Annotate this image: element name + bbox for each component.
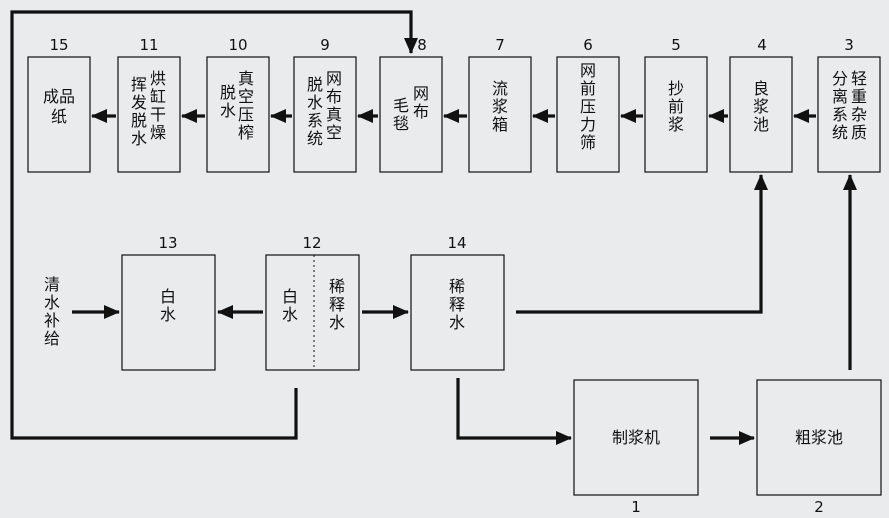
- node-15-label-line1: 成品: [43, 87, 75, 106]
- node-8: 8 网布 毛毯: [379, 36, 443, 173]
- node-11-col-a: 烘缸干燥: [150, 69, 166, 142]
- connectors: [10, 10, 857, 445]
- node-8-col-a: 网布: [413, 84, 429, 121]
- node-13-number: 13: [158, 234, 177, 252]
- node-10-number: 10: [228, 36, 247, 54]
- node-15-label-line2: 纸: [51, 107, 67, 126]
- node-9: 9 网布真空 脱水系统: [293, 36, 357, 173]
- node-12-right-label: 稀释水: [329, 277, 345, 332]
- node-14-number: 14: [447, 234, 466, 252]
- node-2: 粗浆池 2: [756, 379, 882, 516]
- node-10-col-a: 真空压榨: [238, 69, 254, 142]
- node-6-number: 6: [583, 36, 593, 54]
- node-9-col-a: 网布真空: [326, 69, 342, 142]
- node-1-number: 1: [631, 498, 641, 516]
- node-4-number: 4: [757, 36, 767, 54]
- arrow-14-to-1: [456, 378, 572, 445]
- node-11-number: 11: [139, 36, 158, 54]
- node-13-col-a: 白水: [160, 287, 176, 324]
- node-1: 制浆机 1: [573, 379, 699, 516]
- node-9-number: 9: [320, 36, 330, 54]
- node-3-number: 3: [844, 36, 854, 54]
- node-11-col-b: 挥发脱水: [131, 75, 147, 148]
- node-11: 11 烘缸干燥 挥发脱水: [117, 36, 181, 173]
- node-12-number: 12: [302, 234, 321, 252]
- node-4: 4 良浆池: [729, 36, 793, 173]
- node-10: 10 真空压榨 脱水: [206, 36, 270, 173]
- node-10-col-b: 脱水: [220, 83, 236, 120]
- fresh-water-supply: 清水补给: [44, 275, 60, 348]
- node-7-col-a: 流浆箱: [492, 79, 508, 134]
- node-1-label: 制浆机: [612, 428, 660, 447]
- node-2-number: 2: [814, 498, 824, 516]
- node-8-number: 8: [417, 36, 427, 54]
- node-8-col-b: 毛毯: [393, 96, 409, 133]
- node-7-number: 7: [495, 36, 505, 54]
- node-3-col-b: 分离系统: [832, 69, 848, 142]
- node-14-col-a: 稀释水: [449, 277, 465, 332]
- node-3-col-a: 轻重杂质: [851, 69, 867, 142]
- node-15-number: 15: [49, 36, 68, 54]
- node-6-col-a: 网前压力筛: [580, 61, 596, 152]
- node-3: 3 轻重杂质 分离系统: [817, 36, 881, 173]
- node-12-left-label: 白水: [282, 287, 298, 324]
- white-water-recycle-loop: [10, 10, 418, 440]
- fresh-water-label: 清水补给: [44, 275, 60, 348]
- node-14: 14 稀释水: [410, 234, 505, 371]
- node-12: 12 白水 稀释水: [265, 234, 360, 371]
- node-4-col-a: 良浆池: [753, 79, 769, 134]
- node-5-col-a: 抄前浆: [668, 79, 684, 134]
- node-5: 5 抄前浆: [644, 36, 708, 173]
- node-15: 15 成品 纸: [27, 36, 91, 173]
- node-13: 13 白水: [121, 234, 216, 371]
- node-2-label: 粗浆池: [795, 428, 843, 447]
- node-7: 7 流浆箱: [468, 36, 532, 173]
- arrow-14-to-4: [516, 174, 768, 314]
- node-9-col-b: 脱水系统: [307, 75, 323, 148]
- node-6: 6 网前压力筛: [556, 36, 620, 173]
- node-5-number: 5: [671, 36, 681, 54]
